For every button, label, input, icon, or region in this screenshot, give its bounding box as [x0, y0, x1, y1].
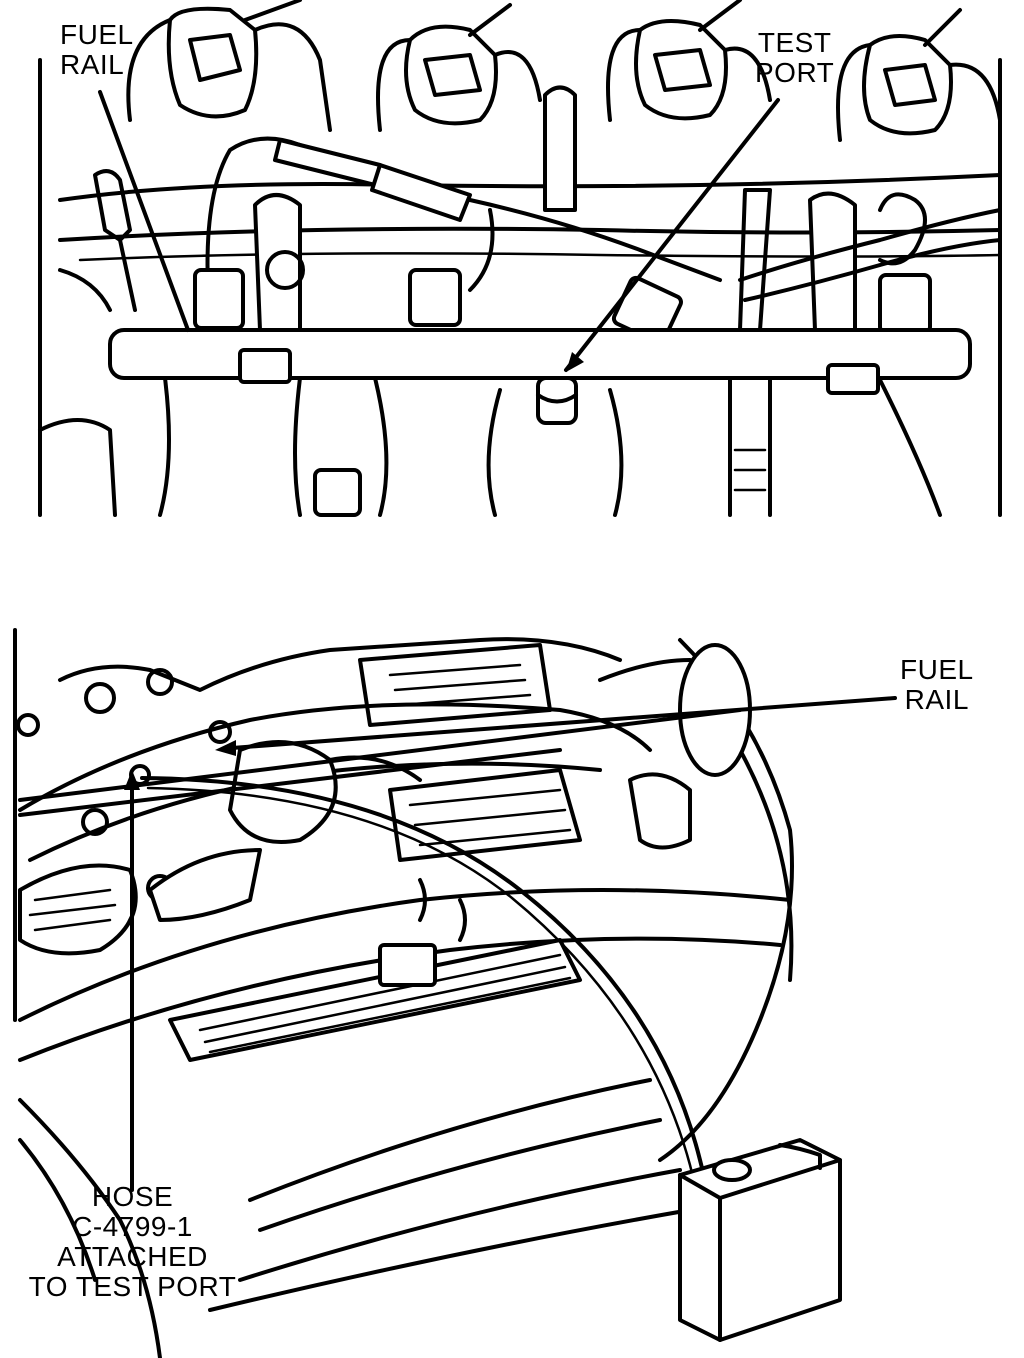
top-fuel-rail-label: FUEL RAIL — [60, 19, 134, 80]
bottom-view-hose-attachment-diagram: FUEL RAIL HOSE C-4799-1 ATTACHED TO TEST… — [0, 600, 1024, 1358]
spark-plug-boot-2 — [376, 3, 542, 132]
injector-connector-4 — [878, 273, 932, 335]
injector-connector-2 — [408, 268, 462, 327]
cylinder-head-edge — [58, 173, 1002, 202]
bottom-fuel-rail-arrowhead — [215, 740, 236, 756]
top-test-port-label: TEST PORT — [755, 27, 835, 88]
rail-bracket-1 — [253, 193, 302, 332]
top-view-drawing — [38, 0, 1002, 517]
plenum — [388, 768, 582, 862]
top-view-fuel-rail-diagram: FUEL RAIL TEST PORT — [0, 0, 1024, 520]
rail-clip-2 — [826, 363, 880, 395]
right-sensor-connector — [628, 772, 692, 850]
bottom-hose-label: HOSE C-4799-1 ATTACHED TO TEST PORT — [28, 1181, 237, 1302]
hose-loop — [878, 192, 927, 266]
rail-bracket-2 — [808, 191, 857, 332]
bottom-fuel-rail-leader-line — [230, 696, 897, 750]
intake-manifold — [18, 702, 652, 812]
rail-clip-1 — [238, 348, 292, 384]
top-test-port-arrowhead — [566, 352, 584, 372]
engine-top-outline — [58, 637, 622, 692]
radiator — [168, 938, 582, 1062]
fuel-container — [678, 1138, 842, 1342]
sensor-wire — [205, 136, 382, 322]
sensor-post — [543, 85, 577, 212]
top-test-port-leader-line — [564, 98, 780, 372]
bottom-view-drawing — [13, 628, 897, 1358]
spark-plug-boot-1 — [126, 0, 332, 132]
spark-plug-boot-3 — [606, 0, 772, 122]
top-fuel-rail-leader-line — [98, 90, 190, 332]
container-spout — [712, 1158, 752, 1182]
injector-connector-1 — [193, 268, 245, 330]
radiator-support — [18, 888, 792, 1022]
spark-plug-boot-4 — [836, 8, 1002, 142]
bottom-hose-arrowhead — [124, 770, 140, 790]
bottom-fuel-rail-label: FUEL RAIL — [900, 654, 974, 715]
manifold-edge — [58, 226, 1002, 242]
